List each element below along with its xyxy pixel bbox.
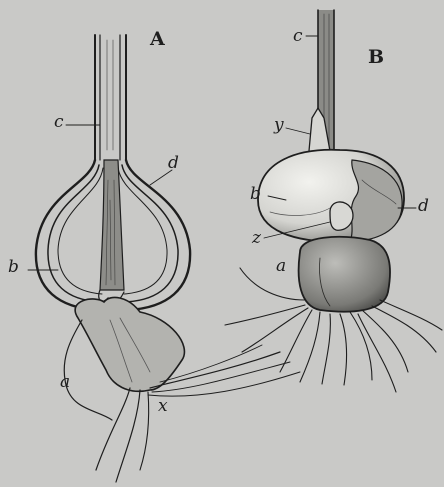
figure-b-label-y: y bbox=[274, 117, 284, 134]
figure-a-label-c: c bbox=[54, 114, 64, 131]
figure-a-title: A bbox=[150, 30, 165, 49]
figure-b-label-d: d bbox=[418, 198, 429, 215]
figure-b-label-z: z bbox=[252, 230, 261, 247]
figure-a-label-x: x bbox=[158, 398, 168, 415]
figure-a-label-a: a bbox=[60, 374, 70, 391]
figure-b-title: B bbox=[368, 48, 384, 67]
figure-b-label-a: a bbox=[276, 258, 286, 275]
figure-a-label-d: d bbox=[168, 155, 179, 172]
figure-b-label-c: c bbox=[293, 28, 303, 45]
figure-a-label-b: b bbox=[8, 259, 19, 276]
figure-b-label-b: b bbox=[250, 186, 261, 203]
